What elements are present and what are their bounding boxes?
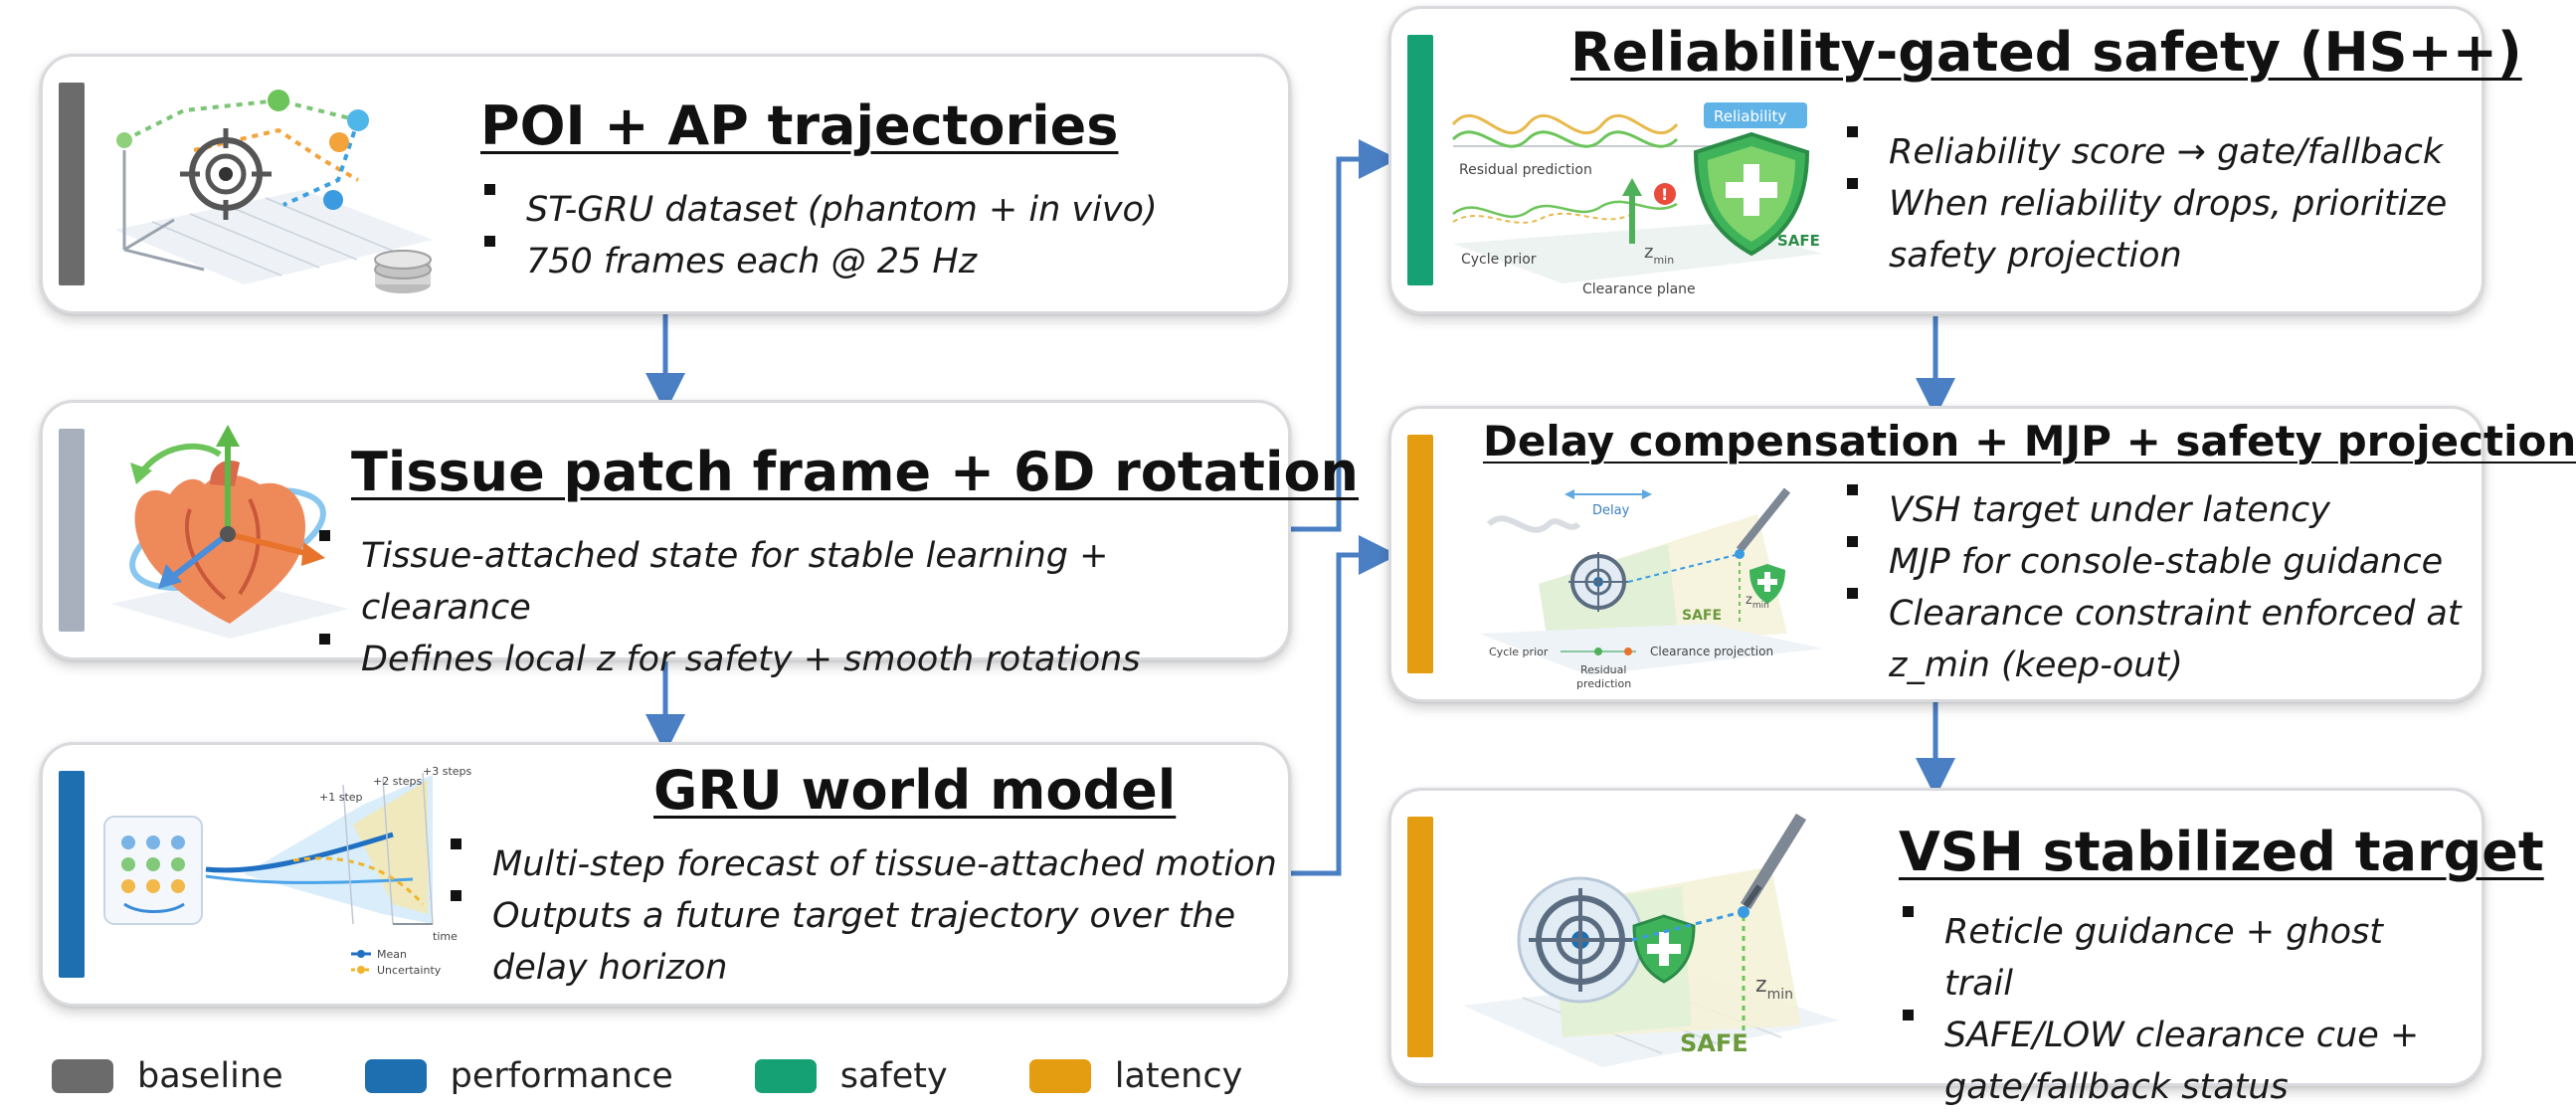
bullet-list: Tissue-attached state for stable learnin… [313, 530, 1288, 685]
forecast-illustration: +1 step +2 steps +3 steps time Mean Unce… [103, 765, 472, 977]
legend-swatch [52, 1059, 113, 1093]
legend-item-latency: latency [1028, 1056, 1243, 1096]
label-mean: Mean [377, 948, 407, 961]
delay-illustration: Delay SAFE zmin Cycle prior Residual pre… [1479, 487, 1823, 690]
label-safe: SAFE [1777, 232, 1820, 250]
card-title: Tissue patch frame + 6D rotation [351, 441, 1360, 503]
legend-label: latency [1114, 1056, 1243, 1096]
label-safe: SAFE [1682, 608, 1722, 624]
label-residual: Residual [1580, 663, 1626, 676]
label-clearance-projection: Clearance projection [1650, 645, 1773, 658]
bullet-item: VSH target under latency [1841, 484, 2478, 536]
label-cycle-prior: Cycle prior [1461, 252, 1537, 268]
label-cycle-prior: Cycle prior [1489, 646, 1549, 658]
label-step-1: +1 step [319, 791, 363, 804]
card-delay-compensation: Delay SAFE zmin Cycle prior Residual pre… [1388, 406, 2576, 702]
label-residual-prediction: Residual prediction [1459, 162, 1592, 178]
vsh-illustration: zmin SAFE [1463, 813, 1839, 1067]
label-clearance-plane: Clearance plane [1582, 281, 1696, 297]
accent-bar-latency [1407, 435, 1433, 673]
accent-bar-safety [1407, 35, 1433, 285]
legend-swatch [364, 1059, 427, 1093]
card-title: POI + AP trajectories [480, 94, 1119, 157]
label-reliability-badge: Reliability [1714, 107, 1786, 125]
legend-item-safety: safety [754, 1056, 948, 1096]
legend-swatch [1028, 1059, 1091, 1093]
bullet-list: Multi-step forecast of tissue-attached m… [445, 838, 1280, 994]
bullet-item: SAFE/LOW clearance cue + gate/fallback s… [1897, 1010, 2454, 1113]
card-title: Reliability-gated safety (HS++) [1570, 21, 2522, 84]
legend-label: safety [839, 1056, 948, 1096]
bullet-item: MJP for console-stable guidance [1841, 536, 2478, 588]
bullet-list: VSH target under latency MJP for console… [1841, 484, 2478, 691]
label-prediction: prediction [1576, 677, 1631, 690]
bullet-item: Multi-step forecast of tissue-attached m… [445, 838, 1280, 890]
label-delay: Delay [1592, 503, 1630, 518]
bullet-item: When reliability drops, prioritize safet… [1841, 178, 2478, 281]
bullet-list: Reticle guidance + ghost trail SAFE/LOW … [1897, 906, 2454, 1113]
arrow-gru-to-delay [1289, 535, 1398, 876]
legend: baseline performance safety latency [52, 1056, 1324, 1096]
bullet-item: Tissue-attached state for stable learnin… [313, 530, 1288, 634]
bullet-item: ST-GRU dataset (phantom + in vivo) [478, 184, 1158, 236]
label-uncertainty: Uncertainty [377, 964, 442, 977]
card-vsh-stabilized-target: zmin SAFE VSH stabilized target Reticle … [1388, 788, 2544, 1107]
bullet-item: Reticle guidance + ghost trail [1897, 906, 2454, 1010]
legend-item-baseline: baseline [52, 1056, 283, 1096]
card-title: VSH stabilized target [1899, 821, 2544, 883]
accent-bar-performance [59, 771, 85, 978]
label-zmin: zmin [1644, 242, 1674, 267]
accent-bar-baseline [59, 83, 85, 285]
bullet-item: Reliability score → gate/fallback [1841, 126, 2478, 178]
bullet-item: Clearance constraint enforced at z_min (… [1841, 588, 2478, 691]
card-poi-ap-trajectories: POI + AP trajectories ST-GRU dataset (ph… [40, 54, 1291, 314]
legend-swatch [754, 1059, 817, 1093]
card-gru-world-model: +1 step +2 steps +3 steps time Mean Unce… [40, 742, 1291, 1007]
legend-item-performance: performance [364, 1056, 673, 1096]
warning-glyph: ! [1661, 185, 1668, 204]
bullet-list: Reliability score → gate/fallback When r… [1841, 126, 2478, 281]
card-title: Delay compensation + MJP + safety projec… [1483, 417, 2576, 465]
card-title: GRU world model [653, 759, 1177, 822]
label-step-2: +2 steps [373, 775, 423, 788]
label-zmin: zmin [1755, 973, 1793, 1003]
card-reliability-gated-safety: Residual prediction Cycle prior ! zmin C… [1388, 6, 2522, 314]
label-zmin: zmin [1746, 593, 1769, 611]
label-time: time [433, 930, 458, 943]
legend-label: performance [450, 1056, 673, 1096]
card-tissue-patch-frame: Tissue patch frame + 6D rotation Tissue-… [40, 400, 1359, 679]
heart-frame-illustration [110, 425, 349, 639]
label-safe: SAFE [1680, 1029, 1748, 1057]
bullet-item: 750 frames each @ 25 Hz [478, 236, 1158, 287]
bullet-item: Defines local z for safety + smooth rota… [313, 634, 1288, 685]
legend-label: baseline [137, 1056, 283, 1096]
bullet-list: ST-GRU dataset (phantom + in vivo) 750 f… [478, 184, 1158, 287]
label-step-3: +3 steps [423, 765, 472, 778]
trajectory-illustration [114, 90, 433, 293]
accent-bar-latency [1407, 817, 1433, 1057]
reliability-illustration: Residual prediction Cycle prior ! zmin C… [1451, 102, 1823, 297]
accent-bar-tissue [59, 429, 85, 632]
bullet-item: Outputs a future target trajectory over … [445, 890, 1280, 994]
